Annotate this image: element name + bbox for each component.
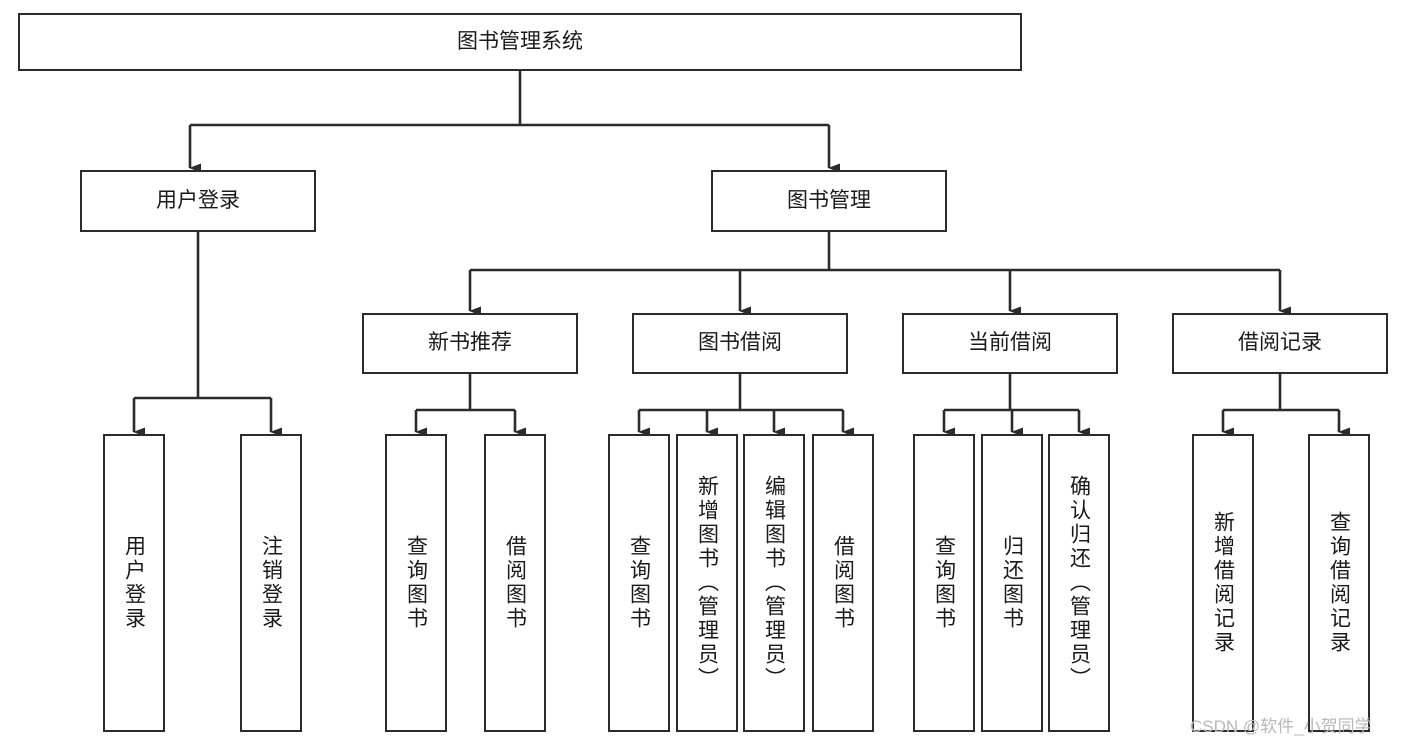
node-new-book-recommend[interactable]: 新书推荐 (362, 313, 578, 374)
leaf-borrow-book[interactable]: 借阅图书 (812, 434, 874, 732)
node-book-borrow-label: 图书借阅 (698, 331, 782, 355)
leaf-borrow-book-rec-label: 借阅图书 (503, 535, 527, 631)
leaf-return-book-label: 归还图书 (1000, 535, 1024, 631)
node-borrow-record-label: 借阅记录 (1238, 331, 1322, 355)
node-book-management[interactable]: 图书管理 (711, 170, 947, 232)
leaf-confirm-return-admin[interactable]: 确认归还（管理员） (1048, 434, 1110, 732)
node-root-label: 图书管理系统 (457, 29, 583, 53)
leaf-user-login-label: 用户登录 (122, 535, 146, 631)
node-book-borrow[interactable]: 图书借阅 (632, 313, 848, 374)
node-current-borrow[interactable]: 当前借阅 (902, 313, 1118, 374)
leaf-return-book[interactable]: 归还图书 (981, 434, 1043, 732)
leaf-user-login[interactable]: 用户登录 (103, 434, 165, 732)
node-current-borrow-label: 当前借阅 (968, 331, 1052, 355)
leaf-query-book-borrow[interactable]: 查询图书 (608, 434, 670, 732)
leaf-add-book-admin[interactable]: 新增图书（管理员） (676, 434, 738, 732)
leaf-query-book-current[interactable]: 查询图书 (913, 434, 975, 732)
leaf-confirm-return-admin-label: 确认归还（管理员） (1067, 475, 1091, 691)
leaf-user-logout-label: 注销登录 (259, 535, 283, 631)
leaf-query-book-rec-label: 查询图书 (404, 535, 428, 631)
node-book-management-label: 图书管理 (787, 188, 871, 212)
node-borrow-record[interactable]: 借阅记录 (1172, 313, 1388, 374)
node-user-login[interactable]: 用户登录 (80, 170, 316, 232)
node-root[interactable]: 图书管理系统 (18, 13, 1022, 71)
leaf-edit-book-admin[interactable]: 编辑图书（管理员） (743, 434, 805, 732)
leaf-borrow-book-rec[interactable]: 借阅图书 (484, 434, 546, 732)
leaf-query-book-rec[interactable]: 查询图书 (385, 434, 447, 732)
connector-lines (132, 71, 1350, 437)
leaf-borrow-book-label: 借阅图书 (831, 535, 855, 631)
leaf-add-borrow-record[interactable]: 新增借阅记录 (1192, 434, 1254, 732)
leaf-add-borrow-record-label: 新增借阅记录 (1211, 511, 1235, 655)
node-new-book-recommend-label: 新书推荐 (428, 331, 512, 355)
leaf-query-borrow-record[interactable]: 查询借阅记录 (1308, 434, 1370, 732)
leaf-query-book-borrow-label: 查询图书 (627, 535, 651, 631)
leaf-query-book-current-label: 查询图书 (932, 535, 956, 631)
leaf-query-borrow-record-label: 查询借阅记录 (1327, 511, 1351, 655)
leaf-edit-book-admin-label: 编辑图书（管理员） (762, 475, 786, 691)
node-user-login-label: 用户登录 (156, 188, 240, 212)
leaf-add-book-admin-label: 新增图书（管理员） (695, 475, 719, 691)
leaf-user-logout[interactable]: 注销登录 (240, 434, 302, 732)
